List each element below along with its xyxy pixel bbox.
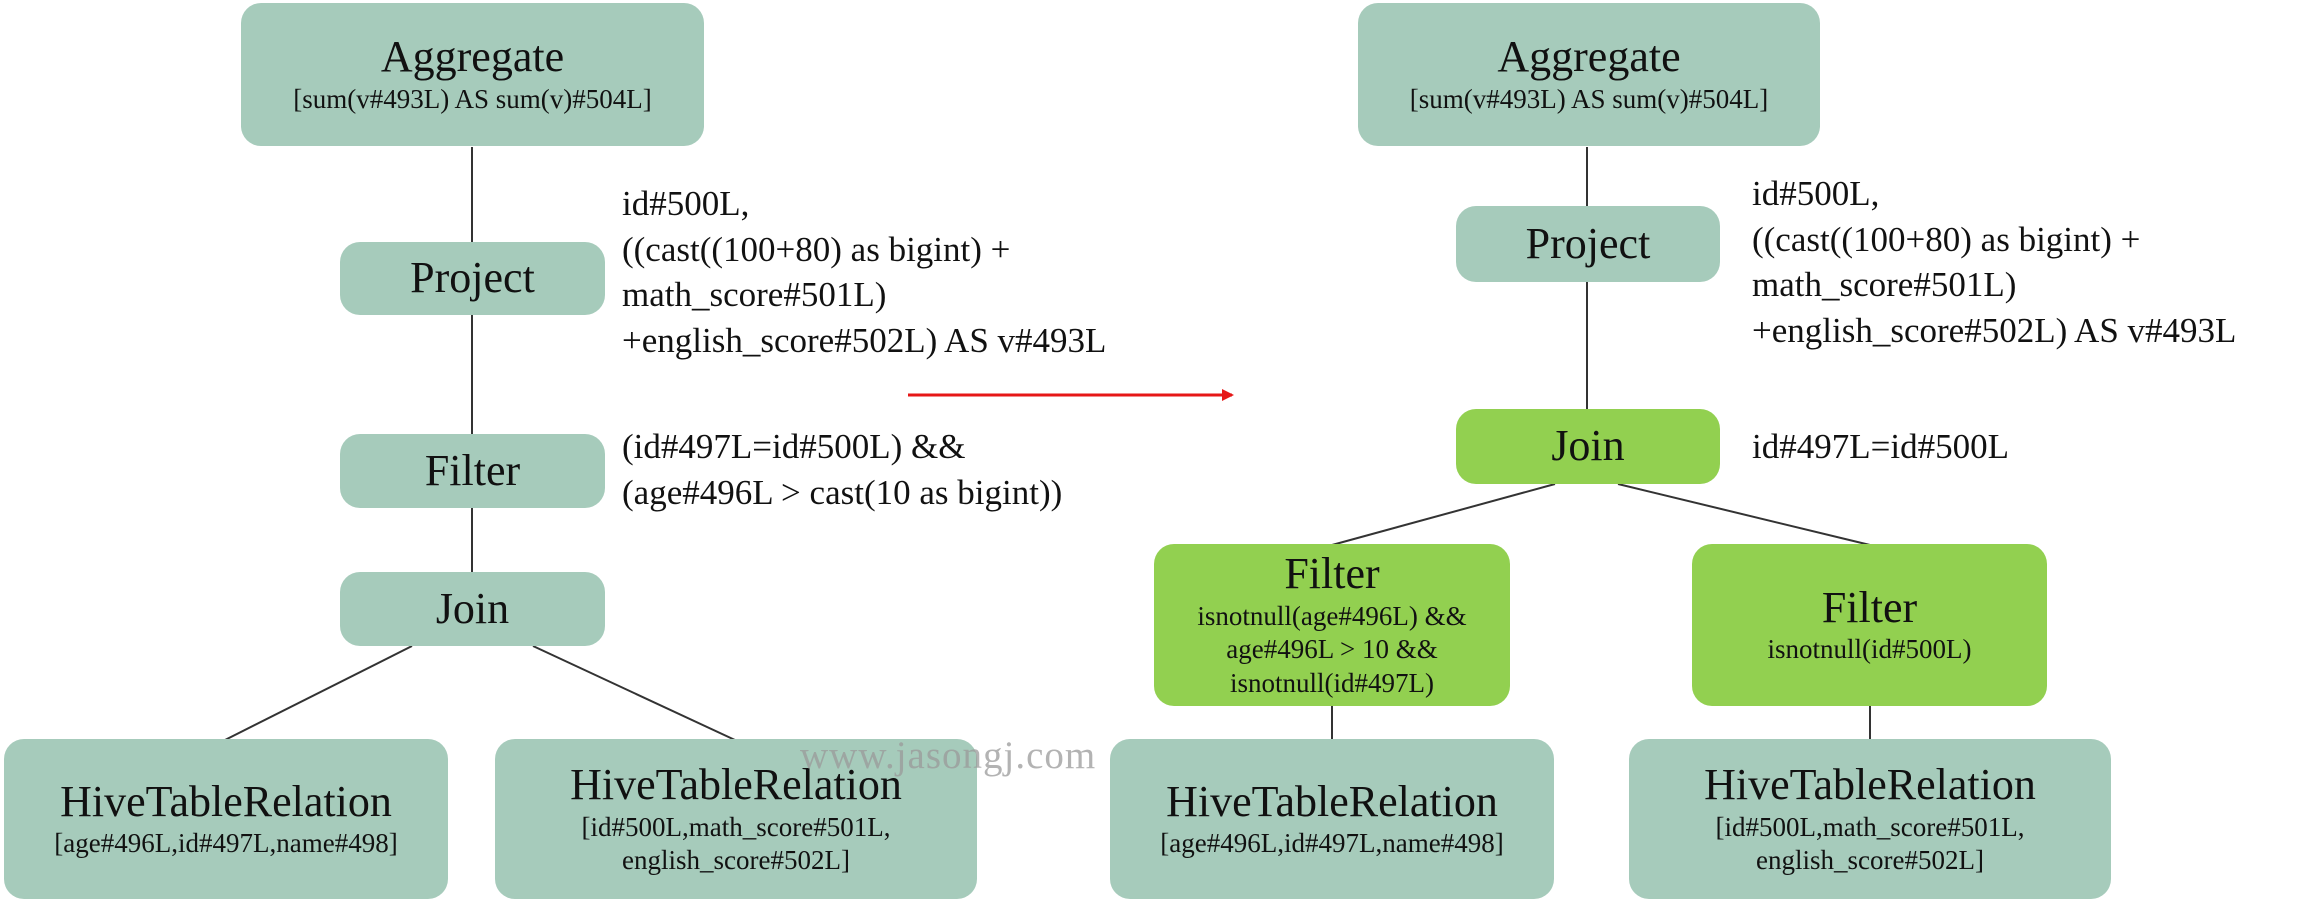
left-aggregate-node: Aggregate [sum(v#493L) AS sum(v)#504L]: [241, 3, 704, 146]
right-project-expr-line: id#500L,: [1752, 174, 1880, 213]
left-relation-right-node: HiveTableRelation [id#500L,math_score#50…: [495, 739, 977, 899]
right-project-expr-line: math_score#501L): [1752, 265, 2017, 304]
edge-join-filter-left: [1331, 483, 1556, 546]
left-filter-expr-line: (age#496L > cast(10 as bigint)): [622, 472, 1063, 512]
right-join-node: Join: [1456, 409, 1720, 484]
left-project-expr-line: math_score#501L): [622, 275, 887, 314]
right-relation-right-columns-2: english_score#502L]: [1756, 845, 1984, 876]
right-project-expr-line: ((cast((100+80) as bigint) +: [1752, 219, 2141, 259]
right-relation-right-title: HiveTableRelation: [1704, 759, 2036, 809]
left-relation-left-node: HiveTableRelation [age#496L,id#497L,name…: [4, 739, 448, 899]
left-project-expression: id#500L, ((cast((100+80) as bigint) + ma…: [622, 181, 1106, 363]
left-filter-node: Filter: [340, 434, 605, 508]
right-join-title: Join: [1551, 421, 1625, 471]
right-project-expr-line: +english_score#502L) AS v#493L: [1752, 310, 2237, 350]
right-relation-left-title: HiveTableRelation: [1166, 776, 1498, 826]
left-project-expr-line: +english_score#502L) AS v#493L: [622, 320, 1107, 360]
right-aggregate-expr: [sum(v#493L) AS sum(v)#504L]: [1409, 83, 1769, 114]
right-filter-right-title: Filter: [1821, 582, 1918, 632]
edge-join-relation-right: [532, 645, 736, 741]
left-project-node: Project: [340, 242, 605, 315]
left-project-expr-line: id#500L,: [622, 184, 750, 223]
right-filter-left-condition: age#496L > 10 &&: [1226, 634, 1438, 665]
edge-join-filter-right: [1617, 483, 1871, 546]
left-relation-right-columns-2: english_score#502L]: [622, 845, 850, 876]
right-relation-right-columns-1: [id#500L,math_score#501L,: [1715, 811, 2025, 842]
left-relation-left-title: HiveTableRelation: [60, 776, 392, 826]
left-aggregate-title: Aggregate: [380, 32, 565, 82]
right-filter-left-condition: isnotnull(id#497L): [1230, 668, 1434, 699]
right-filter-left-node: Filter isnotnull(age#496L) && age#496L >…: [1154, 544, 1510, 706]
right-aggregate-title: Aggregate: [1497, 32, 1681, 82]
left-relation-right-columns-1: [id#500L,math_score#501L,: [581, 811, 891, 842]
right-join-expr-line: id#497L=id#500L: [1752, 427, 2009, 466]
right-project-title: Project: [1525, 218, 1651, 268]
right-relation-right-node: HiveTableRelation [id#500L,math_score#50…: [1629, 739, 2111, 899]
right-join-expression: id#497L=id#500L: [1752, 424, 2009, 470]
left-project-title: Project: [410, 253, 535, 303]
left-filter-expr-line: (id#497L=id#500L) &&: [622, 427, 966, 466]
right-filter-left-condition: isnotnull(age#496L) &&: [1197, 600, 1467, 631]
left-aggregate-expr: [sum(v#493L) AS sum(v)#504L]: [293, 83, 652, 114]
watermark: www.jasongj.com: [800, 734, 1097, 777]
left-filter-title: Filter: [424, 445, 521, 495]
right-project-expression: id#500L, ((cast((100+80) as bigint) + ma…: [1752, 171, 2236, 353]
left-relation-right-title: HiveTableRelation: [570, 759, 902, 809]
right-relation-left-columns: [age#496L,id#497L,name#498]: [1160, 828, 1504, 859]
left-relation-left-columns: [age#496L,id#497L,name#498]: [54, 828, 398, 859]
edge-join-relation-left: [224, 645, 413, 741]
right-relation-left-node: HiveTableRelation [age#496L,id#497L,name…: [1110, 739, 1554, 899]
right-aggregate-node: Aggregate [sum(v#493L) AS sum(v)#504L]: [1358, 3, 1820, 146]
right-filter-left-title: Filter: [1284, 549, 1380, 599]
right-filter-right-node: Filter isnotnull(id#500L): [1692, 544, 2047, 706]
right-filter-right-condition: isnotnull(id#500L): [1767, 634, 1972, 665]
left-project-expr-line: ((cast((100+80) as bigint) +: [622, 229, 1011, 269]
right-project-node: Project: [1456, 206, 1720, 282]
left-join-node: Join: [340, 572, 605, 646]
left-join-title: Join: [435, 583, 510, 633]
left-filter-expression: (id#497L=id#500L) && (age#496L > cast(10…: [622, 424, 1062, 515]
